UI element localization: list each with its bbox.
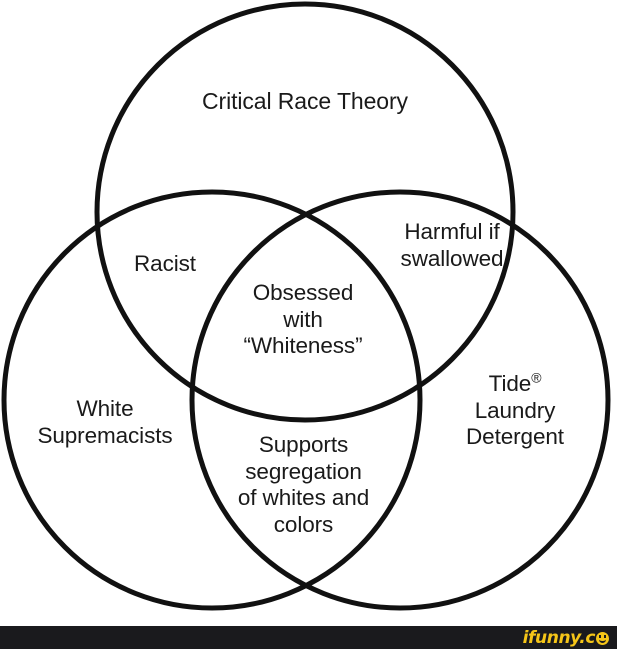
venn-label-detergent-word: Detergent	[466, 424, 564, 450]
watermark-label: ifunny.c	[522, 627, 596, 648]
venn-label-supports-segregation: Supports segregation of whites and color…	[237, 432, 370, 537]
venn-label-laundry-word: Laundry	[474, 397, 556, 423]
venn-circle-left	[1, 189, 423, 611]
venn-label-critical-race-theory: Critical Race Theory	[202, 88, 408, 114]
watermark-bar: ifunny.c	[0, 626, 617, 649]
venn-label-racist: Racist	[134, 251, 196, 276]
venn-label-white-supremacists: White Supremacists	[37, 396, 173, 448]
venn-label-tide-laundry-detergent: Tide® Laundry Detergent	[425, 371, 605, 451]
venn-circle-top	[94, 1, 516, 423]
registered-trademark-icon: ®	[531, 369, 542, 386]
venn-label-harmful-if-swallowed: Harmful if swallowed	[400, 219, 504, 271]
venn-circle-right	[189, 189, 611, 611]
venn-label-tide-word: Tide	[488, 371, 532, 396]
smiley-face-icon	[596, 632, 609, 645]
venn-label-obsessed-with-whiteness: Obsessed with “Whiteness”	[243, 280, 363, 359]
watermark-ifunny: ifunny.c	[523, 628, 609, 648]
